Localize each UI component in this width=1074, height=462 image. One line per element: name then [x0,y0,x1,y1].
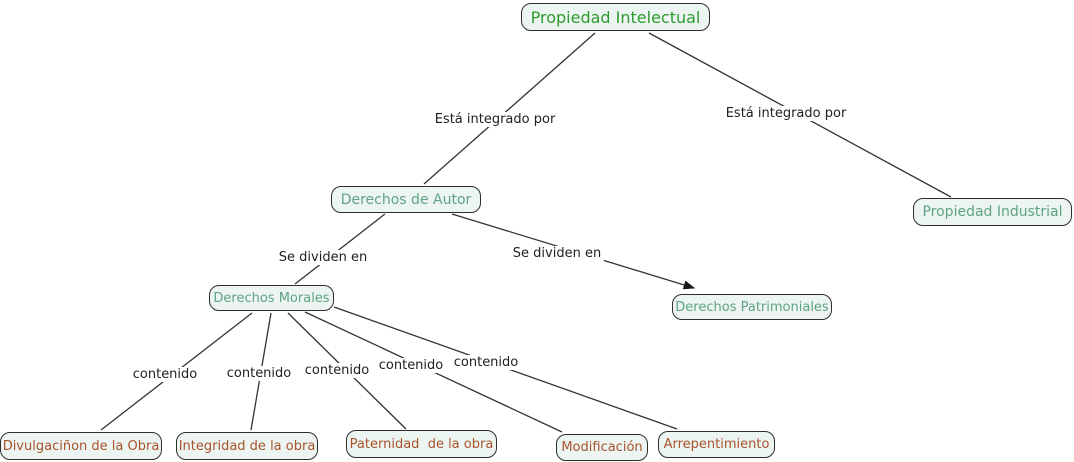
edge-label-se-dividen-en-left[interactable]: Se dividen en [275,250,371,265]
edge-label-esta-integrado-por-left[interactable]: Está integrado por [431,112,559,127]
node-paternidad-de-la-obra[interactable]: Paternidad de la obra [346,430,497,458]
node-derechos-de-autor[interactable]: Derechos de Autor [331,186,481,213]
node-integridad-de-la-obra[interactable]: Integridad de la obra [176,432,318,460]
node-divulgacion-de-la-obra[interactable]: Divulgaciñon de la Obra [0,432,162,460]
edge-autor-to-morales [294,213,386,285]
edge-label-contenido-5[interactable]: contenido [450,355,522,370]
edge-pi-to-autor [423,32,596,185]
edge-label-contenido-3[interactable]: contenido [301,363,373,378]
node-derechos-morales[interactable]: Derechos Morales [209,285,334,311]
node-derechos-patrimoniales[interactable]: Derechos Patrimoniales [672,294,832,320]
node-propiedad-industrial[interactable]: Propiedad Industrial [913,198,1072,226]
edge-label-contenido-2[interactable]: contenido [223,366,295,381]
node-modificacion[interactable]: Modificación [556,434,648,461]
node-arrepentimiento[interactable]: Arrepentimiento [658,431,775,458]
edge-label-esta-integrado-por-right[interactable]: Está integrado por [722,106,850,121]
edge-label-contenido-4[interactable]: contenido [375,358,447,373]
edge-label-contenido-1[interactable]: contenido [129,367,201,382]
node-propiedad-intelectual[interactable]: Propiedad Intelectual [521,3,710,31]
edge-label-se-dividen-en-right[interactable]: Se dividen en [509,246,605,261]
